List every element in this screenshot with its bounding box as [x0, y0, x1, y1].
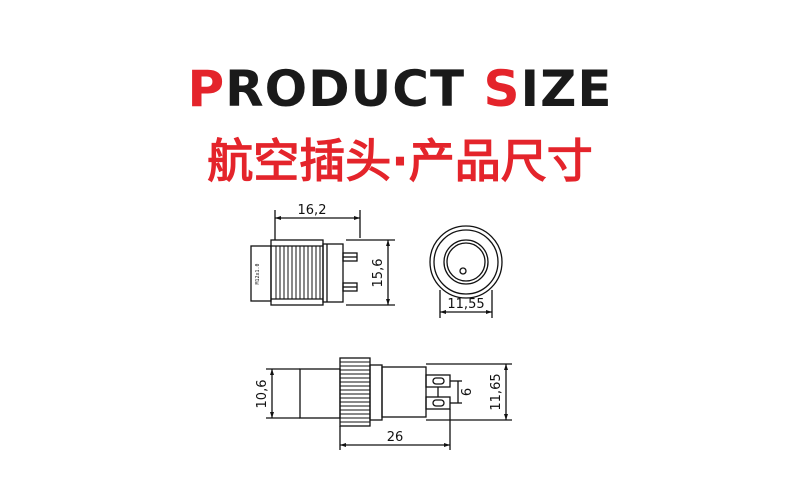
dim-label-length: 26: [387, 430, 404, 445]
title-cn-size: 尺寸: [500, 134, 593, 188]
title-accent-p: P: [187, 60, 226, 118]
title-chinese: 航空插头·产品尺寸: [0, 132, 800, 190]
dim-label-bottom-height-left: 10,6: [255, 380, 270, 409]
front-view-drawing: [429, 225, 503, 318]
title-text-ize: IZE: [520, 60, 613, 118]
title-text-roduct: RODUCT: [225, 60, 484, 118]
title-product-size: PRODUCT SIZE: [0, 58, 800, 120]
side-view-drawing: [250, 210, 395, 306]
title-cn-main: 航空插头·产品: [207, 134, 501, 188]
dim-label-diameter: 11,55: [447, 297, 484, 312]
dim-label-bottom-height-right: 11,65: [489, 373, 504, 410]
dim-label-pin-gap: 6: [460, 388, 475, 396]
part-marking-label: M12x1.0: [255, 263, 261, 284]
dim-label-side-width: 16,2: [298, 203, 327, 218]
bottom-view-drawing: [266, 357, 512, 450]
dim-label-side-height: 15,6: [371, 259, 386, 288]
title-accent-s: S: [483, 60, 521, 118]
